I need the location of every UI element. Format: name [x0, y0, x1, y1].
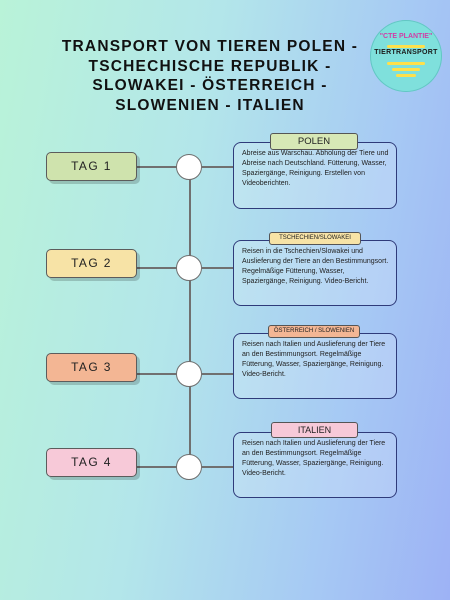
day-card-3: Reisen nach Italien und Auslieferung der… [233, 333, 397, 399]
country-label-2: TSCHECHIEN/SLOWAKEI [269, 232, 361, 245]
timeline-line [189, 170, 191, 467]
title-line: TRANSPORT VON TIEREN POLEN - [61, 38, 359, 55]
connector-right [202, 466, 233, 468]
day-tag-4: TAG 4 [46, 448, 137, 477]
connector-right [202, 373, 233, 375]
logo-name: TIERTRANSPORT [374, 49, 438, 56]
connector-left [137, 267, 177, 269]
day-tag-3: TAG 3 [46, 353, 137, 382]
connector-right [202, 166, 233, 168]
logo-bar [387, 62, 425, 65]
timeline-node [176, 255, 202, 281]
day-card-4: Reisen nach Italien und Auslieferung der… [233, 432, 397, 498]
title-line: SLOWENIEN - ITALIEN [115, 96, 305, 114]
company-logo: "CTE PLANTIE" TIERTRANSPORT [370, 20, 442, 92]
page-title: TRANSPORT VON TIEREN POLEN - TSCHECHISCH… [42, 37, 378, 115]
day-card-2: Reisen in die Tschechien/Slowakei und Au… [233, 240, 397, 306]
day-card-1: Abreise aus Warschau. Abholung der Tiere… [233, 142, 397, 209]
connector-left [137, 466, 177, 468]
day-tag-1: TAG 1 [46, 152, 137, 181]
country-label-3: ÖSTERREICH / SLOWENIEN [268, 325, 360, 338]
timeline-node [176, 361, 202, 387]
timeline-node [176, 154, 202, 180]
title-line: SLOWAKEI - ÖSTERREICH - [92, 77, 328, 94]
connector-left [137, 166, 177, 168]
timeline-node [176, 454, 202, 480]
connector-left [137, 373, 177, 375]
logo-bar [396, 74, 416, 77]
country-label-4: ITALIEN [271, 422, 358, 438]
title-line: TSCHECHISCHE REPUBLIK - [88, 57, 332, 75]
logo-bar [392, 68, 420, 71]
connector-right [202, 267, 233, 269]
logo-brand: "CTE PLANTIE" [379, 33, 433, 40]
country-label-1: POLEN [270, 133, 358, 150]
day-tag-2: TAG 2 [46, 249, 137, 278]
logo-bar [387, 45, 425, 48]
